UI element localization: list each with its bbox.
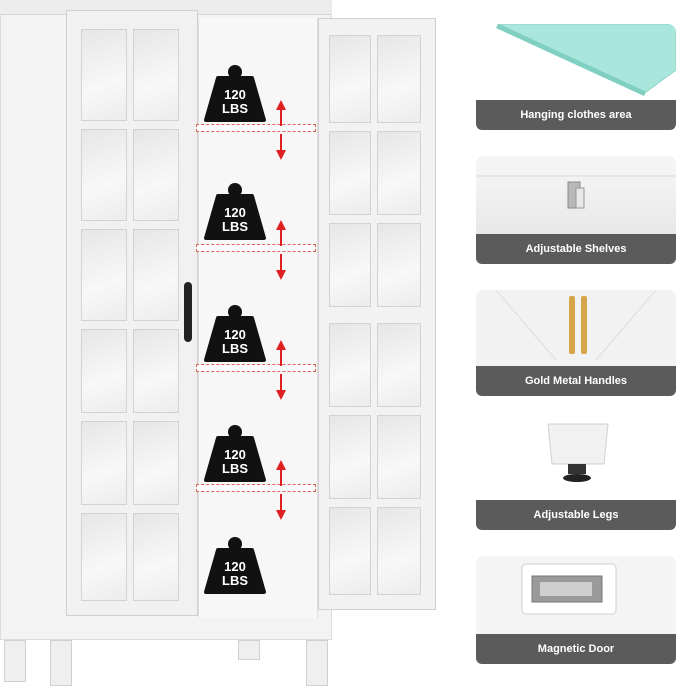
weight-unit: LBS (222, 219, 248, 234)
up-arrow-icon (276, 220, 286, 246)
feature-card: Magnetic Door (476, 556, 676, 664)
feature-image (476, 420, 676, 500)
feature-label: Magnetic Door (476, 634, 676, 664)
feature-label: Hanging clothes area (476, 100, 676, 130)
glass-pane (133, 229, 179, 321)
weight-unit: LBS (222, 341, 248, 356)
glass-pane (377, 415, 421, 499)
weight-number: 120 (224, 205, 246, 220)
weight-badge: 120 LBS (204, 536, 266, 594)
glass-pane (377, 323, 421, 407)
shelf (196, 244, 316, 252)
weight-badge: 120 LBS (204, 424, 266, 482)
glass-pane (81, 29, 127, 121)
glass-pane (133, 129, 179, 221)
glass-pane (329, 323, 371, 407)
weight-icon (204, 425, 266, 482)
glass-pane (329, 131, 371, 215)
shelf (196, 484, 316, 492)
cabinet-leg (4, 640, 26, 682)
weight-icon (204, 65, 266, 122)
feature-image (476, 156, 676, 234)
feature-label: Gold Metal Handles (476, 366, 676, 396)
shelf (196, 124, 316, 132)
glass-pane (329, 223, 371, 307)
left-glass-door (66, 10, 198, 616)
glass-pane (81, 229, 127, 321)
down-arrow-icon (276, 254, 286, 280)
cabinet-illustration: 120 LBS 120 LBS 120 LBS 120 LBS 120 LBS (0, 0, 436, 686)
feature-image (476, 556, 676, 634)
cabinet-leg (238, 640, 260, 660)
down-arrow-icon (276, 134, 286, 160)
glass-pane (81, 129, 127, 221)
glass-pane (377, 131, 421, 215)
shelf-bracket-icon (476, 156, 676, 209)
feature-card: Gold Metal Handles (476, 290, 676, 396)
up-arrow-icon (276, 100, 286, 126)
glass-pane (133, 421, 179, 505)
glass-pane (133, 29, 179, 121)
glass-pane (329, 507, 371, 595)
weight-number: 120 (224, 559, 246, 574)
glass-pane (329, 35, 371, 123)
weight-number: 120 (224, 87, 246, 102)
glass-top-icon (496, 24, 676, 96)
weight-unit: LBS (222, 461, 248, 476)
up-arrow-icon (276, 460, 286, 486)
weight-unit: LBS (222, 101, 248, 116)
weight-badge: 120 LBS (204, 304, 266, 362)
down-arrow-icon (276, 494, 286, 520)
weight-badge: 120 LBS (204, 64, 266, 122)
glass-pane (81, 421, 127, 505)
glass-pane (377, 223, 421, 307)
weight-unit: LBS (222, 573, 248, 588)
feature-card: Adjustable Shelves (476, 156, 676, 264)
cabinet-leg (306, 640, 328, 686)
feature-card: Adjustable Legs (476, 420, 676, 530)
weight-icon (204, 537, 266, 594)
glass-pane (81, 329, 127, 413)
feature-card: Hanging clothes area (476, 24, 676, 130)
feature-label: Adjustable Shelves (476, 234, 676, 264)
shelf (196, 364, 316, 372)
weight-icon (204, 183, 266, 240)
leg-leveler-icon (547, 423, 609, 482)
door-handle (184, 282, 192, 342)
weight-number: 120 (224, 447, 246, 462)
up-arrow-icon (276, 340, 286, 366)
feature-image (476, 24, 676, 100)
cabinet-leg (50, 640, 72, 686)
glass-pane (133, 513, 179, 601)
glass-pane (377, 507, 421, 595)
feature-image (476, 290, 676, 366)
glass-pane (133, 329, 179, 413)
down-arrow-icon (276, 374, 286, 400)
feature-label: Adjustable Legs (476, 500, 676, 530)
weight-icon (204, 305, 266, 362)
glass-pane (329, 415, 371, 499)
weight-number: 120 (224, 327, 246, 342)
glass-pane (81, 513, 127, 601)
glass-pane (377, 35, 421, 123)
weight-badge: 120 LBS (204, 182, 266, 240)
right-glass-door (318, 18, 436, 610)
gold-handle-icon (476, 290, 676, 366)
magnetic-latch-icon (476, 556, 676, 634)
